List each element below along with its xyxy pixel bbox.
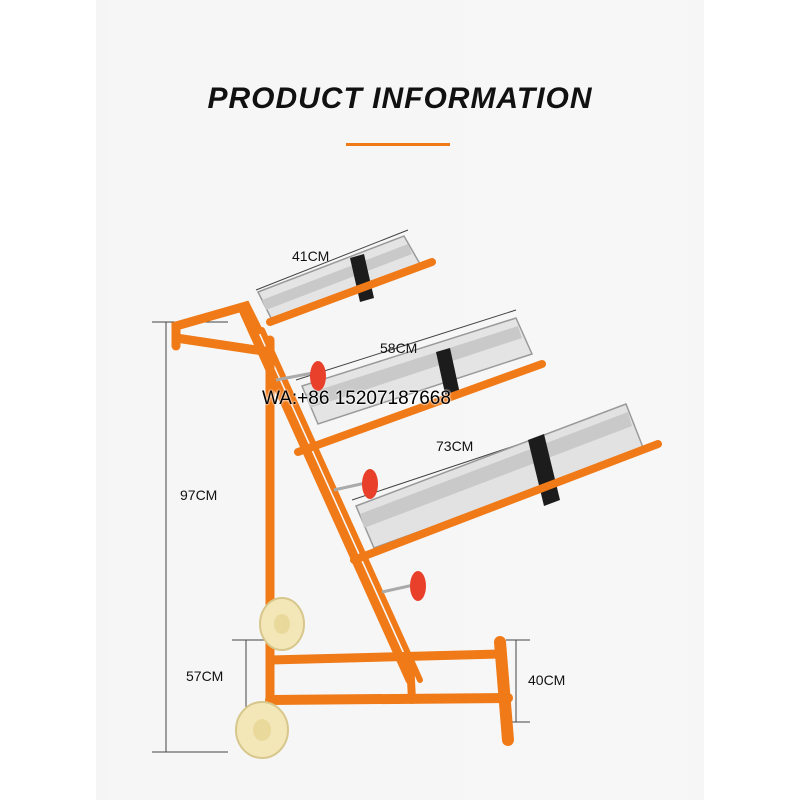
page-title: PRODUCT INFORMATION [207,82,593,115]
cutter-blades [256,235,645,549]
dimension-label-middle-roll: 58CM [380,340,418,356]
tension-knobs [275,361,426,601]
dimension-label-base-width: 40CM [528,672,566,688]
dimension-label-base-length: 57CM [186,668,224,684]
dimension-label-top-roll: 41CM [292,248,330,264]
wheels [235,597,305,759]
right-margin [704,0,800,800]
dimension-label-bottom-roll: 73CM [436,438,474,454]
title-accent-line [346,143,450,146]
contact-watermark: WA:+86 15207187668 [262,388,451,409]
dimension-label-height: 97CM [180,487,218,503]
left-margin [0,0,96,800]
